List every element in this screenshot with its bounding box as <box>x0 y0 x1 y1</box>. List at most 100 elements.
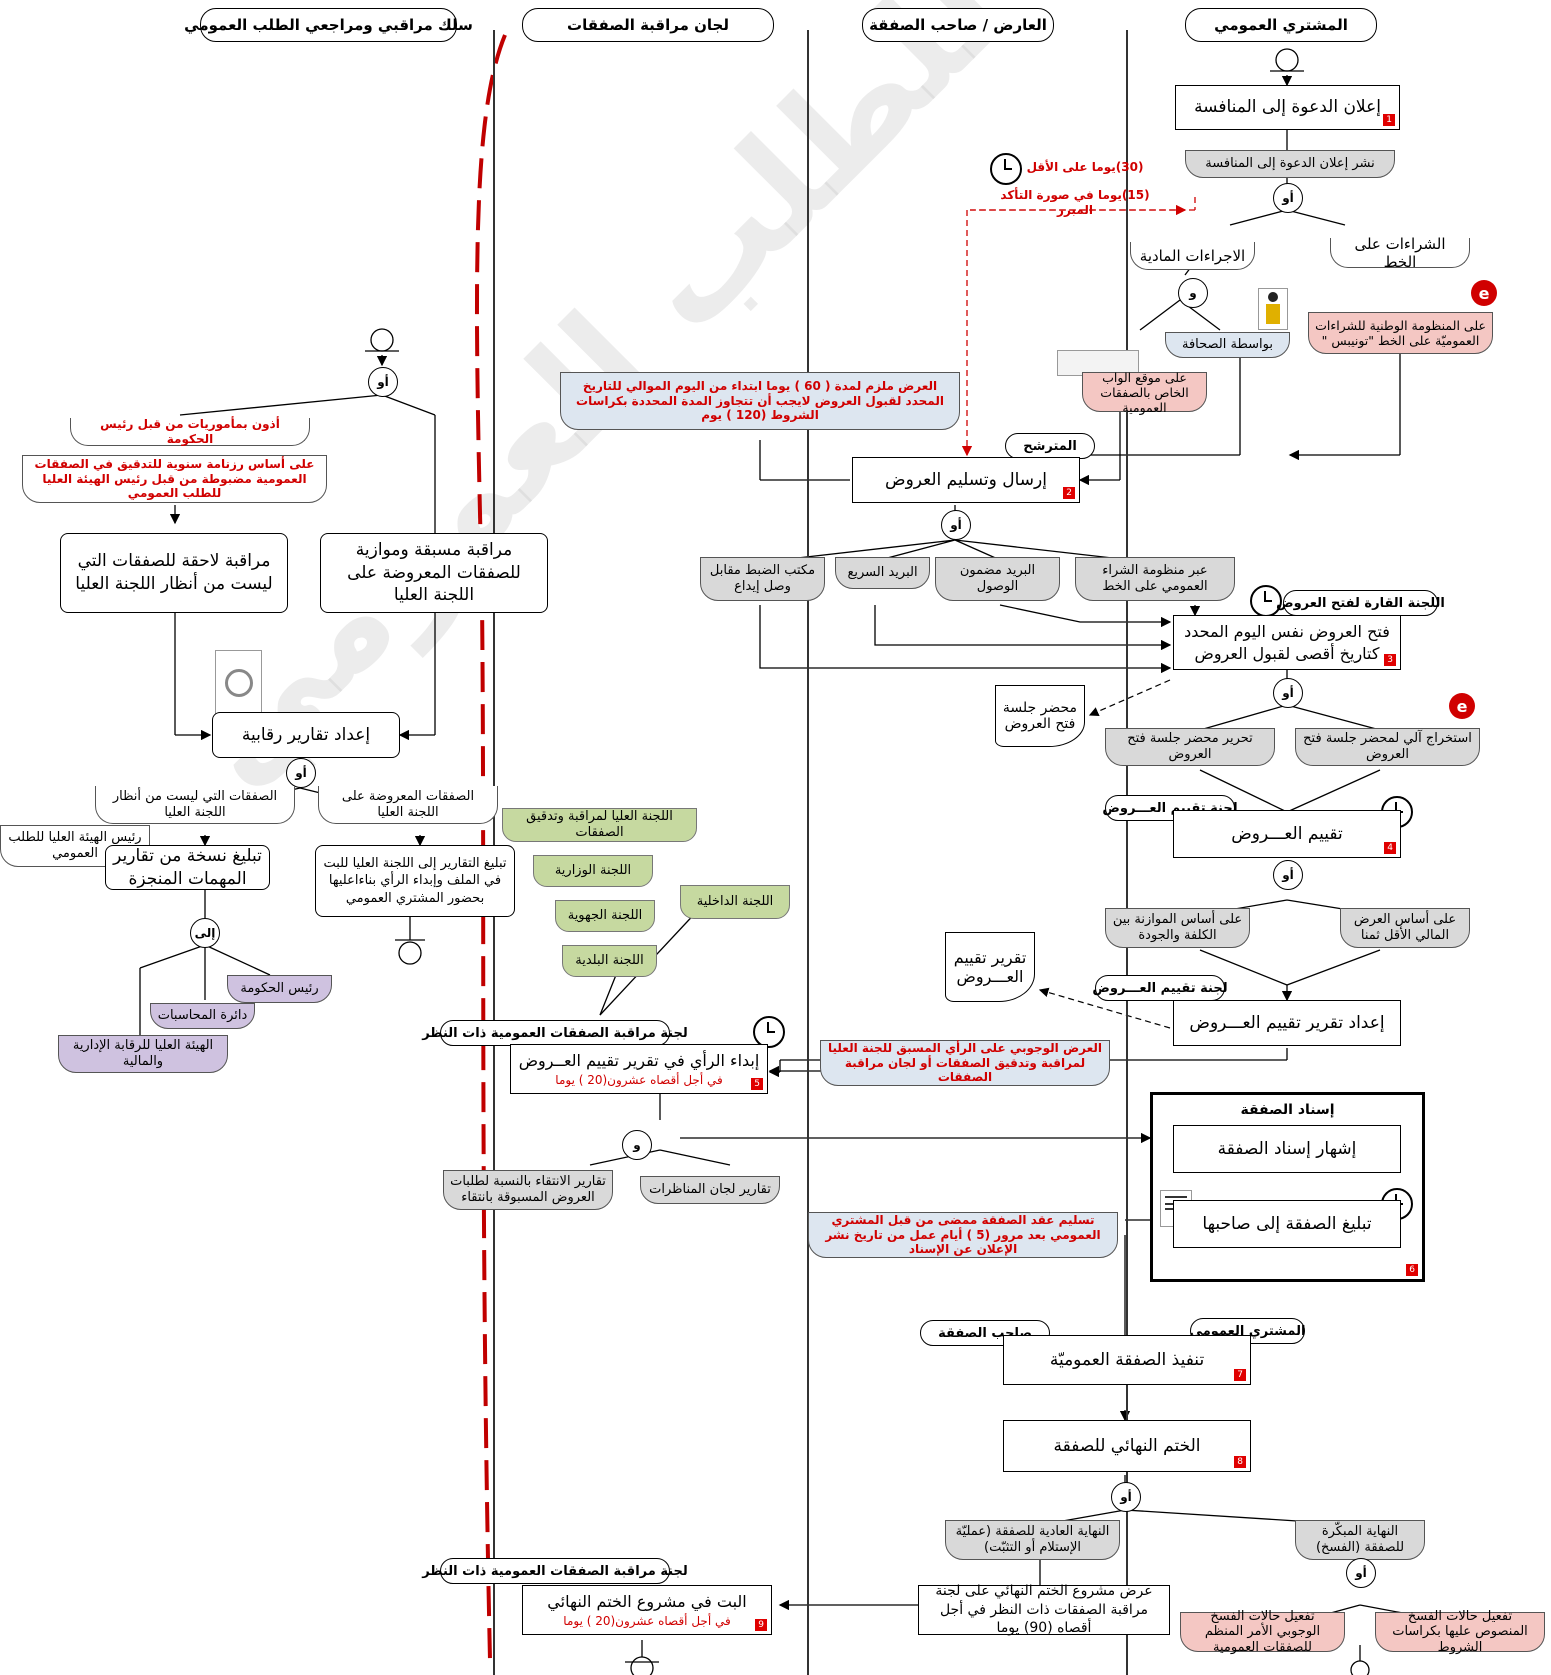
step-number: 1 <box>1383 114 1395 126</box>
or-gateway: أو <box>1273 183 1303 213</box>
municipal-tab: اللجنة البلدية <box>562 945 657 977</box>
annual-plan-tab: على أساس رزنامة سنوية للتدقيق في الصفقات… <box>22 455 327 503</box>
step-copy-reports: تبليغ نسخة من تقارير المهمات المنجزة <box>105 845 270 890</box>
or-gateway: أو <box>1273 860 1303 890</box>
regional-tab: اللجنة الجهوية <box>555 900 655 932</box>
or-gateway: أو <box>941 510 971 540</box>
tuneps-logo-icon: e <box>1420 693 1475 723</box>
audit-body-tab: الهيئة العليا للرقابة الإدارية والمالية <box>58 1035 228 1073</box>
clock-icon <box>1250 585 1282 617</box>
or-gateway: أو <box>286 758 316 788</box>
press-tab: بواسطة الصحافة <box>1165 332 1290 358</box>
step-final-submit-label: عرض مشروع الختم النهائي على لجنة مراقبة … <box>935 1582 1153 1637</box>
magnifier-report-icon <box>215 650 262 717</box>
tuneps-tab: على المنظومة الوطنية للشراءات العموميّة … <box>1308 312 1493 354</box>
express-mail-tab: البريد السريع <box>835 557 930 589</box>
step-number: 7 <box>1234 1369 1246 1381</box>
step-prepare-report-label: إعداد تقرير تقييم العـــروض <box>1189 1012 1385 1033</box>
office-tab: مكتب الضبط مقابل وصل إيداع <box>700 557 825 601</box>
lane-divider <box>1126 30 1128 1675</box>
step-prepare-report: إعداد تقرير تقييم العـــروض <box>1173 1000 1401 1046</box>
step-submit-label: إرسال وتسليم العروض <box>885 469 1047 490</box>
final-deadline: في أجل أقصاه عشرون(20 ) يوما <box>563 1613 731 1628</box>
step-evaluate-label: تقييم العـــروض <box>1231 823 1343 844</box>
contest-reports-tab: تقارير لجان المناظرات <box>640 1176 780 1204</box>
internal-tab: اللجنة الداخلية <box>680 885 790 919</box>
step-execute-label: تنفيذ الصفقة العموميّة <box>1049 1349 1205 1370</box>
step-final-label: الختم النهائي للصفقة <box>1053 1435 1201 1456</box>
step-submit: إرسال وتسليم العروض 2 <box>852 457 1080 503</box>
step-opinion-label: إبداء الرأي في تقرير تقييم العــروض <box>518 1051 760 1071</box>
deadline-30: (30)يوما على الأقل <box>1026 160 1144 174</box>
lane-header-buyer: المشتري العمومي <box>1185 8 1377 42</box>
validity-note-tab: العرض ملزم لمدة ( 60 ) يوما ابتداء من ال… <box>560 372 960 430</box>
court-tab: دائرة المحاسبات <box>150 1003 255 1029</box>
step-notify-award: تبليغ الصفقة إلى صاحبها <box>1173 1200 1401 1248</box>
cancel-mandatory-tab: تفعيل حالات الفسخ الوجوبي الأمر المنظم ل… <box>1180 1609 1345 1655</box>
cancel-spec-tab: تفعيل حالات الفسخ المنصوص عليها بكراسات … <box>1375 1609 1545 1655</box>
step-final-decision-label: البت في مشروع الختم النهائي <box>547 1592 747 1612</box>
clock-icon <box>753 1016 785 1048</box>
pm-tab: رئيس الحكومة <box>227 975 332 1003</box>
web-tab: على موقع الواب الخاص بالصفقات العمومية <box>1082 370 1207 415</box>
step-open-label: فتح العروض نفس اليوم المحدد كتاريخ أقصى … <box>1184 621 1390 663</box>
deadline-15: (15)يوما في صورة التأكد المبرر <box>1000 188 1150 217</box>
candidate-pill: المترشح <box>1005 433 1095 459</box>
step-number: 5 <box>751 1078 763 1090</box>
online-tab: الشراءات على الخط <box>1330 235 1470 271</box>
award-title: إسناد الصفقة <box>1240 1102 1335 1118</box>
via-system-tab: عبر منظومة الشراء العمومي على الخط <box>1075 557 1235 601</box>
evaluation-committee-pill-2: لجنة تقييم العـــروض <box>1092 975 1228 1001</box>
step-number: 4 <box>1384 842 1396 854</box>
tuneps-logo-icon: e <box>1437 280 1497 310</box>
and-gateway: و <box>622 1130 652 1160</box>
step-opinion: إبداء الرأي في تقرير تقييم العــروض في أ… <box>510 1044 768 1094</box>
eval-report-doc: تقرير تقييم العـــروض <box>945 932 1035 1002</box>
opening-committee-pill: اللجنة القارة لفتح العروض <box>1276 590 1445 616</box>
auto-minutes-tab: استخراج آلي لمحضر جلسة فتح العروض <box>1295 728 1480 766</box>
step-prior-control: مراقبة مسبقة وموازية للصفقات المعروضة عل… <box>320 533 548 613</box>
lowest-price-tab: على أساس العرض المالي الأقل ثمنا <box>1340 908 1470 948</box>
press-reader-icon <box>1258 288 1288 330</box>
lane-header-controllers: سلك مراقبي ومراجعي الطلب العمومي <box>184 8 473 42</box>
mandatory-note-tab: العرض الوجوبي على الرأي المسبق للجنة الع… <box>820 1040 1110 1086</box>
step-number: 3 <box>1384 654 1396 666</box>
to-gateway: إلى <box>190 918 220 948</box>
step-announce: إعلان الدعوة إلى المنافسة 1 <box>1175 85 1400 130</box>
selection-reports-tab: تقارير الانتقاء بالنسبة لطلبات العروض ال… <box>443 1170 613 1210</box>
step-send-high: تبليغ التقارير إلى اللجنة العليا للبت في… <box>315 845 515 917</box>
step-control-reports: إعداد تقارير رقابية <box>212 712 400 758</box>
step-number: 9 <box>755 1619 767 1631</box>
lane-header-bidder: العارض / صاحب الصفقة <box>862 8 1054 42</box>
write-minutes-tab: تحرير محضر جلسة فتح العروض <box>1105 728 1275 766</box>
opinion-deadline: في أجل أقصاه عشرون(20 ) يوما <box>555 1072 723 1087</box>
award-note-tab: تسليم عقد الصفقة ممضى من قبل المشتري الع… <box>808 1212 1118 1258</box>
step-evaluate: تقييم العـــروض 4 <box>1173 810 1401 858</box>
physical-tab: الاجراءات المادية <box>1130 242 1255 270</box>
opening-minutes-doc: محضر جلسة فتح العروض <box>995 685 1085 747</box>
step-final-submit: عرض مشروع الختم النهائي على لجنة مراقبة … <box>918 1583 1170 1636</box>
normal-end-tab: النهاية العادية للصفقة (عمليّة الإستلام … <box>945 1520 1120 1560</box>
step-posterior-control: مراقبة لاحقة للصفقات التي ليست من أنظار … <box>60 533 288 613</box>
ministerial-tab: اللجنة الوزارية <box>533 855 653 887</box>
pm-order-tab: أذون بمأموريات من قبل رئيس الحكومة <box>70 417 310 446</box>
step-number: 2 <box>1063 487 1075 499</box>
publish-tab: نشر إعلان الدعوة إلى المنافسة <box>1185 150 1395 178</box>
registered-mail-tab: البريد مضمون الوصول <box>935 557 1060 601</box>
clock-icon <box>990 153 1022 185</box>
lane-header-committees: لجان مراقبة الصفقات <box>522 8 774 42</box>
early-end-tab: النهاية المبكّرة للصفقة (الفسخ) <box>1295 1520 1425 1560</box>
high-committee-tab: اللجنة العليا لمراقبة وتدقيق الصفقات <box>502 808 697 842</box>
website-thumbnail-icon <box>1057 350 1139 376</box>
competent-committee-pill-2: لجنة مراقبة الصفقات العمومية ذات النظر <box>422 1558 688 1584</box>
step-number: 8 <box>1234 1456 1246 1468</box>
or-gateway: أو <box>368 367 398 397</box>
or-gateway: أو <box>1273 678 1303 708</box>
step-final: الختم النهائي للصفقة 8 <box>1003 1420 1251 1472</box>
cost-quality-tab: على أساس الموازنة بين الكلفة والجودة <box>1105 908 1250 948</box>
lane-divider <box>807 30 809 1675</box>
competent-committee-pill: لجنة مراقبة الصفقات العمومية ذات النظر <box>422 1020 688 1046</box>
step-final-decision: البت في مشروع الختم النهائي في أجل أقصاه… <box>522 1585 772 1635</box>
